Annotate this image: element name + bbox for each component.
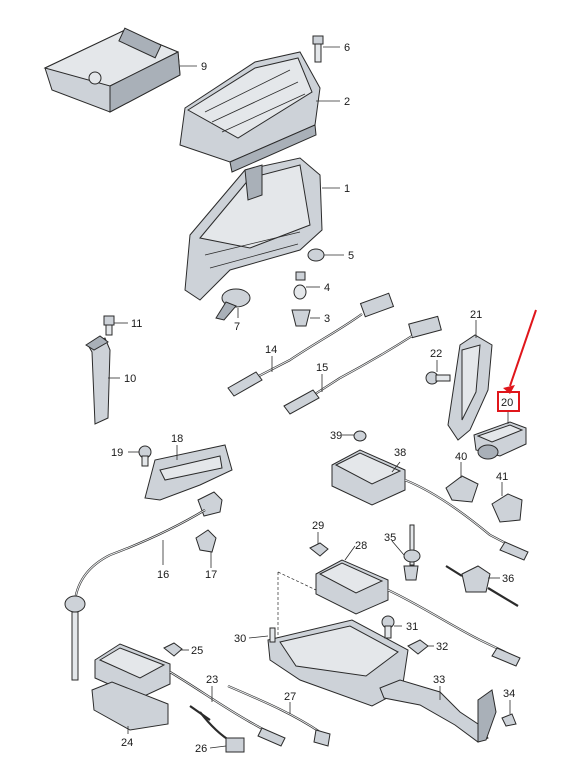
part-sensor-27 [227,684,331,747]
part-sensor-36 [445,565,519,607]
callout-26[interactable]: 26 [195,743,207,755]
callout-30[interactable]: 30 [234,633,246,645]
callout-9[interactable]: 9 [201,61,207,73]
part-bolt-22 [425,371,451,385]
callout-2[interactable]: 2 [344,96,350,108]
part-nut-39 [353,430,367,442]
callout-33[interactable]: 33 [433,674,445,686]
part-mounting-plate-30 [267,571,409,707]
leader-lines [108,46,511,749]
callout-17[interactable]: 17 [205,569,217,581]
callout-27[interactable]: 27 [284,691,296,703]
part-module-10 [85,335,111,425]
callout-1[interactable]: 1 [344,183,350,195]
callout-7[interactable]: 7 [234,321,240,333]
callout-19[interactable]: 19 [111,447,123,459]
part-module-24 [91,643,286,747]
part-clip-3 [291,309,311,327]
part-box-housing [184,157,323,301]
callout-41[interactable]: 41 [496,471,508,483]
callout-29[interactable]: 29 [312,520,324,532]
part-grommet [215,288,251,321]
part-bracket-33 [379,679,497,743]
callout-35[interactable]: 35 [384,532,396,544]
callout-15[interactable]: 15 [316,362,328,374]
callout-40[interactable]: 40 [455,451,467,463]
callout-14[interactable]: 14 [265,344,277,356]
callout-32[interactable]: 32 [436,641,448,653]
part-pad-32 [407,639,429,655]
part-nut-25 [163,642,183,657]
part-bracket-18 [144,444,233,501]
part-clip-40 [445,475,479,503]
part-sensor-16 [64,491,223,681]
highlight-arrowhead [503,385,515,394]
part-sensor-14 [227,292,395,397]
part-sensor-26 [199,711,245,753]
part-module-28 [315,559,521,667]
part-pressure-sensor-20 [473,421,527,460]
part-control-unit [43,27,181,113]
callout-34[interactable]: 34 [503,688,515,700]
part-upper-cover [179,51,321,173]
callout-22[interactable]: 22 [430,348,442,360]
callout-5[interactable]: 5 [348,250,354,262]
callout-23[interactable]: 23 [206,674,218,686]
part-bracket-21 [447,334,493,441]
highlight-arrow [509,309,537,387]
callout-6[interactable]: 6 [344,42,350,54]
part-bolt-31 [381,615,395,639]
part-module-38 [331,449,529,561]
callout-11[interactable]: 11 [131,318,142,330]
callout-28[interactable]: 28 [355,540,367,552]
callout-38[interactable]: 38 [394,447,406,459]
callout-39[interactable]: 39 [330,430,342,442]
callout-24[interactable]: 24 [121,737,133,749]
part-clip-41 [491,493,523,523]
part-nut-5 [307,248,325,262]
part-bolt-6 [312,35,324,63]
part-sensor-15 [283,315,442,415]
callout-labels: 9 6 2 1 5 4 3 7 11 10 14 15 21 22 20 40 … [111,42,515,755]
callout-36[interactable]: 36 [502,573,514,585]
callout-16[interactable]: 16 [157,569,169,581]
part-clip-34 [501,713,517,727]
part-screw-11 [103,315,115,336]
callout-3[interactable]: 3 [324,313,330,325]
part-sensor-35 [403,524,421,581]
callout-25[interactable]: 25 [191,645,203,657]
highlight-marker [497,309,537,412]
callout-31[interactable]: 31 [406,621,418,633]
callout-18[interactable]: 18 [171,433,183,445]
callout-4[interactable]: 4 [324,282,330,294]
part-clip-17 [195,529,217,553]
part-bolt-4 [293,271,307,300]
part-nut-29 [309,542,329,557]
callout-21[interactable]: 21 [470,309,482,321]
callout-20[interactable]: 20 [501,397,513,409]
part-bolt-19 [138,445,152,467]
callout-10[interactable]: 10 [124,373,136,385]
